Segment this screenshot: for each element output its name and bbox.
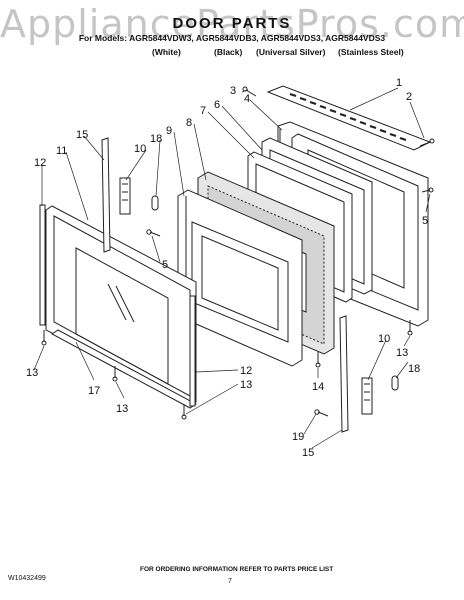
callout-19: 19 <box>292 431 304 443</box>
watermark-text: AppliancePartsPros.com <box>0 2 464 46</box>
callout-2: 2 <box>406 91 412 103</box>
handle-rail-bottom <box>339 315 349 433</box>
screw <box>421 187 434 193</box>
callout-7: 7 <box>200 105 206 117</box>
callout-18b: 18 <box>408 363 420 375</box>
callout-11: 11 <box>56 145 67 157</box>
screw <box>314 409 329 417</box>
callout-9: 9 <box>166 125 172 137</box>
screw <box>181 404 187 420</box>
callout-8: 8 <box>186 117 192 129</box>
screw <box>41 330 47 346</box>
model-list: For Models: AGR5844VDW3, AGR5844VDB3, AG… <box>78 33 386 43</box>
handle-rail-top <box>101 137 111 253</box>
front-door-glass <box>45 205 197 407</box>
bottom-trim <box>51 329 197 409</box>
hinge-upper <box>119 177 131 215</box>
callout-1: 1 <box>396 77 402 89</box>
side-trim-left <box>39 204 46 326</box>
callout-15b: 15 <box>302 447 314 459</box>
color-universal-silver: (Universal Silver) <box>256 47 326 57</box>
side-trim-right <box>189 295 196 407</box>
callout-13: 13 <box>240 379 252 391</box>
pin-upper <box>151 195 159 211</box>
hinge-lower <box>361 377 373 415</box>
screw <box>407 320 413 336</box>
callout-18: 18 <box>150 133 162 145</box>
callout-17: 17 <box>88 385 100 397</box>
callout-4: 4 <box>244 93 250 105</box>
callout-13b: 13 <box>26 367 38 379</box>
callout-10b: 10 <box>378 333 390 345</box>
callout-5: 5 <box>422 215 428 227</box>
color-black: (Black) <box>214 47 243 57</box>
page-title: DOOR PARTS <box>172 15 292 32</box>
callout-6: 6 <box>214 99 220 111</box>
callout-10: 10 <box>134 143 146 155</box>
color-stainless-steel: (Stainless Steel) <box>338 47 404 57</box>
callout-5b: 5 <box>162 259 168 271</box>
page-number: 7 <box>228 578 232 585</box>
callout-3: 3 <box>230 85 236 97</box>
callout-13c: 13 <box>116 403 128 415</box>
doc-number: W10432499 <box>8 575 46 582</box>
screw <box>112 366 118 382</box>
ordering-note: FOR ORDERING INFORMATION REFER TO PARTS … <box>140 566 334 573</box>
leader-lines <box>33 87 431 449</box>
vent-trim <box>266 85 432 151</box>
callout-15: 15 <box>76 129 88 141</box>
pin-lower <box>391 375 399 391</box>
callout-12b: 12 <box>240 365 252 377</box>
color-white: (White) <box>152 47 181 57</box>
screw <box>315 352 321 368</box>
callout-13d: 13 <box>396 347 408 359</box>
screw <box>146 229 161 237</box>
callout-14: 14 <box>312 381 324 393</box>
callout-12: 12 <box>34 157 46 169</box>
screw <box>419 138 435 147</box>
